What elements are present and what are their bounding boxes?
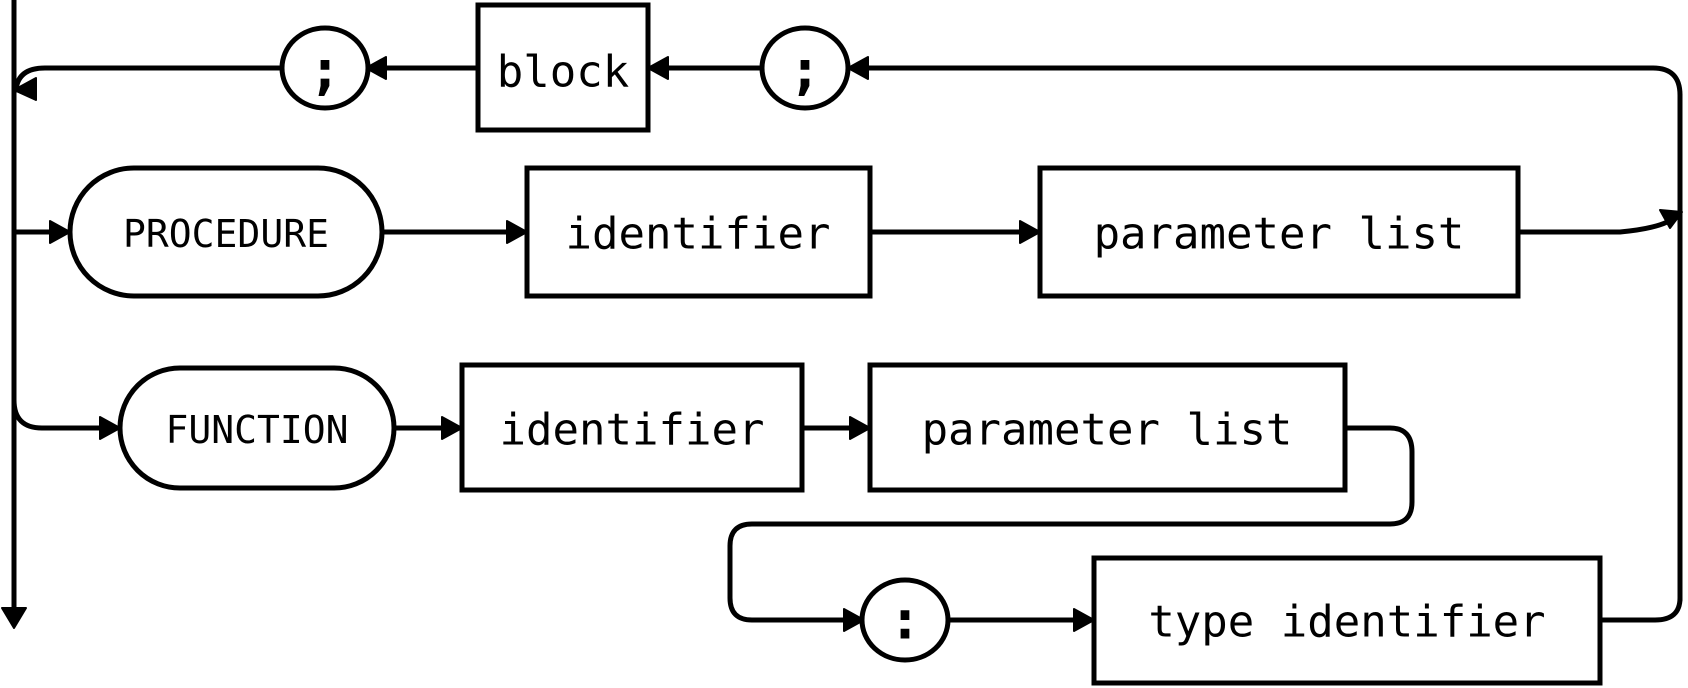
type-identifier-node: type identifier — [1091, 555, 1603, 686]
arrowhead-down-icon — [1, 607, 27, 629]
arrowhead-right-icon — [1073, 608, 1095, 632]
arrowhead-right-icon — [441, 416, 463, 440]
arrowheads — [1, 56, 1683, 632]
colon-node: : — [859, 577, 951, 663]
block-label: block — [497, 47, 629, 98]
arrowhead-right-icon — [849, 416, 871, 440]
semicolon-right-label: ; — [789, 39, 822, 102]
semicolon-left-label: ; — [309, 39, 342, 102]
arrowhead-right-icon — [1019, 220, 1041, 244]
arrowhead-right-icon — [1659, 209, 1683, 229]
colon-label: : — [889, 589, 922, 652]
return-line-to-trunk — [13, 65, 285, 93]
arrowhead-left-icon — [13, 77, 37, 101]
arrowhead-right-icon — [49, 220, 71, 244]
procedure-keyword-label: PROCEDURE — [123, 212, 329, 256]
return-line-top-right — [847, 65, 1683, 98]
arrowhead-left-icon — [847, 56, 869, 80]
function-entry-line — [11, 397, 121, 431]
semicolon-node-right: ; — [759, 25, 851, 111]
block-node: block — [475, 2, 651, 133]
arrowhead-right-icon — [99, 416, 121, 440]
parameter-list-loop-line — [727, 425, 1415, 623]
function-parameter-list-label: parameter list — [922, 405, 1293, 456]
arrowhead-right-icon — [843, 608, 865, 632]
procedure-identifier-node: identifier — [524, 165, 873, 299]
type-identifier-label: type identifier — [1148, 597, 1545, 648]
function-keyword-label: FUNCTION — [165, 408, 348, 452]
function-parameter-list-node: parameter list — [867, 362, 1348, 493]
function-keyword-node: FUNCTION — [117, 365, 397, 491]
arrowhead-left-icon — [365, 56, 387, 80]
procedure-identifier-label: identifier — [566, 209, 831, 260]
arrowhead-right-icon — [506, 220, 528, 244]
semicolon-node-left: ; — [279, 25, 371, 111]
function-identifier-label: identifier — [500, 405, 765, 456]
procedure-keyword-node: PROCEDURE — [67, 165, 385, 299]
connector-lines — [11, 0, 1683, 623]
arrowhead-left-icon — [647, 56, 669, 80]
function-identifier-node: identifier — [459, 362, 805, 493]
procedure-parameter-list-label: parameter list — [1094, 209, 1465, 260]
type-identifier-to-trunk-line — [1597, 595, 1683, 623]
parameter-list-to-trunk-line — [1515, 212, 1681, 235]
procedure-parameter-list-node: parameter list — [1037, 165, 1521, 299]
